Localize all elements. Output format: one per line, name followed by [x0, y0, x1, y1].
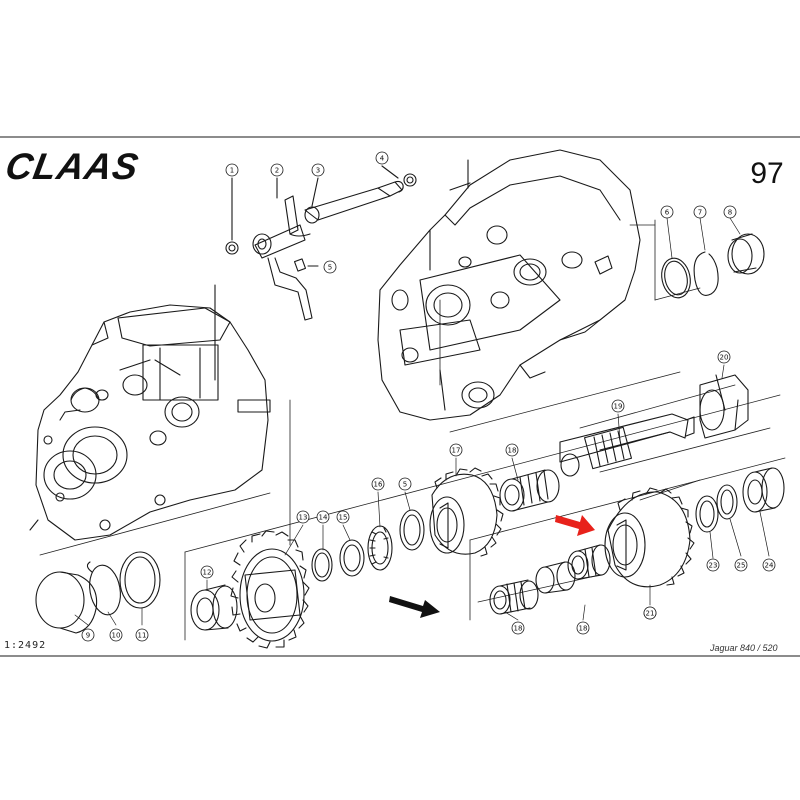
callout-label: 14: [319, 514, 328, 522]
end-cap-and-rings: [35, 551, 161, 634]
callout-markers: 1234567891011121314151651718192018182223…: [81, 151, 776, 642]
model-label: Jaguar 840 / 520: [710, 643, 778, 653]
washers-14-15: [311, 539, 365, 582]
callout-label: 5: [328, 264, 332, 272]
central-gearbox-housing: [377, 149, 641, 421]
callout-label: 8: [728, 209, 732, 217]
callout-label: 23: [709, 562, 718, 570]
callout-4: 4: [375, 151, 389, 165]
callout-11: 11: [135, 628, 149, 642]
callout-24: 24: [762, 558, 776, 572]
callout-9: 9: [81, 628, 95, 642]
callout-label: 18: [579, 625, 588, 633]
guide-lines: [39, 219, 786, 641]
callout-25: 25: [734, 558, 748, 572]
callout-label: 13: [299, 514, 308, 522]
callout-label: 9: [86, 632, 90, 640]
needle-cages-18-lower: [489, 544, 611, 615]
callout-23: 23: [706, 558, 720, 572]
callout-label: 4: [380, 155, 385, 163]
callout-7: 7: [693, 205, 707, 219]
callout-label: 3: [316, 167, 320, 175]
callout-label: 24: [765, 562, 774, 570]
callout-label: 11: [138, 632, 147, 640]
thrust-bearing-16: [367, 525, 393, 571]
callout-1: 1: [225, 163, 239, 177]
callout-label: 19: [614, 403, 623, 411]
callout-label: 10: [112, 632, 121, 640]
callout-label: 5: [403, 481, 407, 489]
main-shaft: [559, 374, 749, 477]
leader-lines: [74, 217, 770, 626]
callout-5: 5: [398, 477, 412, 491]
callout-2: 2: [270, 163, 284, 177]
washer-5: [399, 509, 425, 551]
callout-label: 1: [230, 167, 234, 175]
callout-13: 13: [296, 510, 310, 524]
callout-16: 16: [371, 477, 385, 491]
callout-10: 10: [109, 628, 123, 642]
callout-21: 21: [643, 606, 657, 620]
callout-15: 15: [336, 510, 350, 524]
shift-fork-assembly: [225, 165, 417, 321]
black-arrow-icon: [389, 596, 440, 618]
callout-6: 6: [660, 205, 674, 219]
needle-cage-18-upper: [499, 469, 560, 512]
spur-gear-13: [230, 530, 310, 649]
callout-3: 3: [311, 163, 325, 177]
callout-18: 18: [511, 621, 525, 635]
callout-label: 12: [203, 569, 212, 577]
left-gearbox-housing: [29, 284, 271, 541]
bearing-12: [190, 584, 238, 631]
bearing-24: [742, 467, 785, 513]
page-number: 97: [750, 157, 784, 190]
red-arrow-icon: [555, 515, 595, 536]
callout-label: 16: [374, 481, 383, 489]
callout-label: 18: [514, 625, 523, 633]
callout-18: 18: [505, 443, 519, 457]
drawing-reference: 1:2492: [4, 640, 47, 651]
callout-19: 19: [611, 399, 625, 413]
callout-5: 5: [323, 260, 337, 274]
upper-right-rings: [661, 233, 765, 299]
callout-20: 20: [717, 350, 731, 364]
bevel-gear-17: [429, 467, 504, 557]
callout-17: 17: [449, 443, 463, 457]
callout-label: 25: [737, 562, 746, 570]
callout-12: 12: [200, 565, 214, 579]
callout-14: 14: [316, 510, 330, 524]
callout-label: 2: [275, 167, 279, 175]
bevel-gear-21: [604, 487, 695, 588]
callout-label: 15: [339, 514, 348, 522]
callout-label: 18: [508, 447, 517, 455]
callout-label: 7: [698, 209, 702, 217]
callout-label: 20: [720, 354, 729, 362]
washers-22-23-25: [695, 484, 738, 533]
callout-label: 21: [646, 610, 655, 618]
callout-18: 18: [576, 621, 590, 635]
callout-8: 8: [723, 205, 737, 219]
callout-label: 17: [452, 447, 461, 455]
callout-label: 6: [665, 209, 670, 217]
